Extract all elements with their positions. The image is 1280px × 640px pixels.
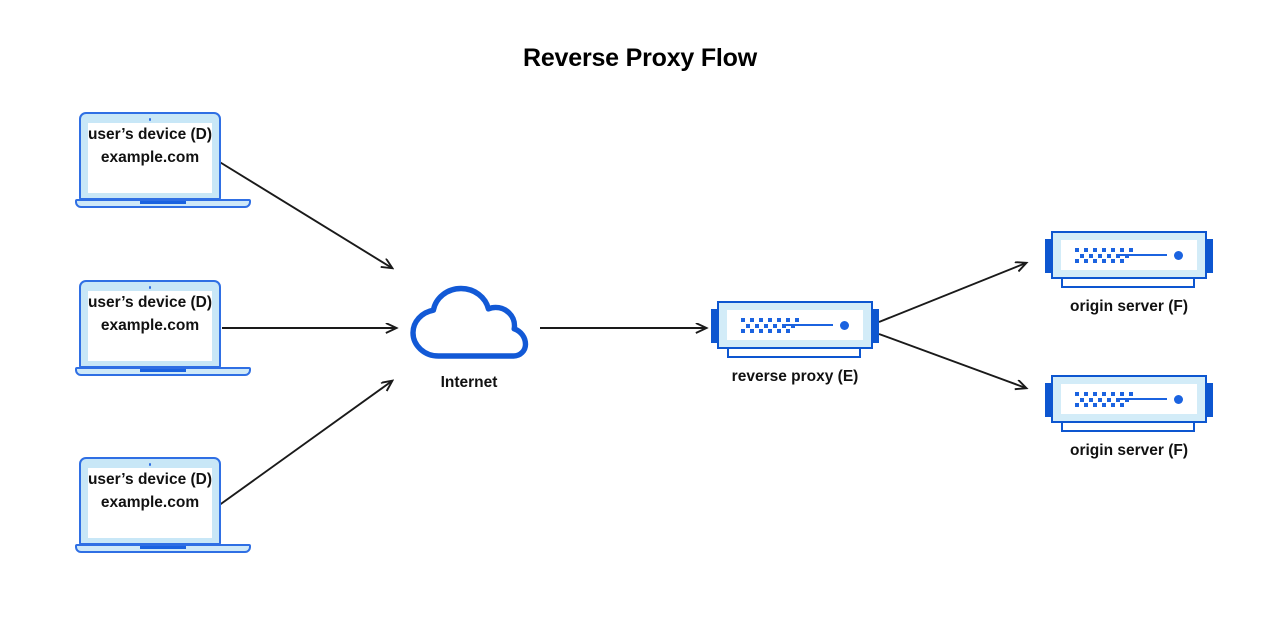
status-led-icon [1174,394,1183,404]
screen-url-text: example.com [100,317,200,334]
server-tab-left [1045,383,1056,417]
laptop-screen: example.com [88,123,212,193]
server-face [1061,240,1197,270]
server-tab-left [711,309,722,343]
server-icon: origin server (F) [1045,228,1213,315]
node-origin-server-1[interactable]: origin server (F) [1045,228,1213,315]
camera-icon [148,118,152,121]
arrow-proxy-to-origin1 [878,263,1026,323]
status-line-icon [783,324,833,327]
laptop-base [75,544,251,553]
node-label: user’s device (D) [87,294,213,311]
laptop-screen: example.com [88,468,212,538]
camera-icon [148,286,152,289]
node-user-device-3[interactable]: example.com user’s device (D) [75,457,251,553]
server-tab-left [1045,239,1056,273]
node-label: reverse proxy (E) [731,368,859,385]
node-label: user’s device (D) [87,471,213,488]
page-title: Reverse Proxy Flow [522,44,757,72]
status-led-icon [1174,250,1183,260]
node-caption: origin server (F) [1025,442,1233,460]
node-label: user’s device (D) [87,126,213,143]
node-caption: user’s device (D) [75,126,225,144]
trackpad-notch [140,201,186,205]
trackpad-notch [140,546,186,550]
laptop-lid: example.com [79,457,221,545]
status-line-icon [1117,398,1167,401]
server-icon: reverse proxy (E) [711,298,879,385]
server-face [727,310,863,340]
vent-grid-icon [1075,248,1141,263]
node-user-device-2[interactable]: example.com user’s device (D) [75,280,251,376]
laptop-base [75,199,251,208]
server-icon: origin server (F) [1045,372,1213,459]
status-led-icon [840,320,849,330]
arrow-device3-to-internet [217,381,392,507]
cloud-icon [410,285,529,359]
server-face [1061,384,1197,414]
laptop-lid: example.com [79,280,221,368]
server-tab-right [1202,383,1213,417]
server-body [1051,375,1207,423]
laptop-screen: example.com [88,291,212,361]
server-tab-right [868,309,879,343]
node-caption: user’s device (D) [75,294,225,312]
camera-icon [148,463,152,466]
node-caption: reverse proxy (E) [691,368,899,386]
node-reverse-proxy[interactable]: reverse proxy (E) [711,298,879,385]
node-caption: origin server (F) [1025,298,1233,316]
laptop-icon: example.com user’s device (D) [75,457,251,553]
node-label: Internet [440,374,498,391]
arrow-proxy-to-origin2 [878,333,1026,388]
screen-url-text: example.com [100,494,200,511]
laptop-icon: example.com user’s device (D) [75,112,251,208]
node-caption: Internet [404,374,534,392]
server-body [717,301,873,349]
node-internet[interactable]: Internet [404,283,534,392]
node-label: origin server (F) [1070,298,1188,315]
laptop-lid: example.com [79,112,221,200]
node-label: origin server (F) [1070,442,1188,459]
server-body [1051,231,1207,279]
arrow-device1-to-internet [217,160,392,268]
node-origin-server-2[interactable]: origin server (F) [1045,372,1213,459]
server-tab-right [1202,239,1213,273]
node-user-device-1[interactable]: example.com user’s device (D) [75,112,251,208]
node-caption: user’s device (D) [75,471,225,489]
status-line-icon [1117,254,1167,257]
laptop-icon: example.com user’s device (D) [75,280,251,376]
screen-url-text: example.com [100,149,200,166]
laptop-base [75,367,251,376]
trackpad-notch [140,369,186,373]
